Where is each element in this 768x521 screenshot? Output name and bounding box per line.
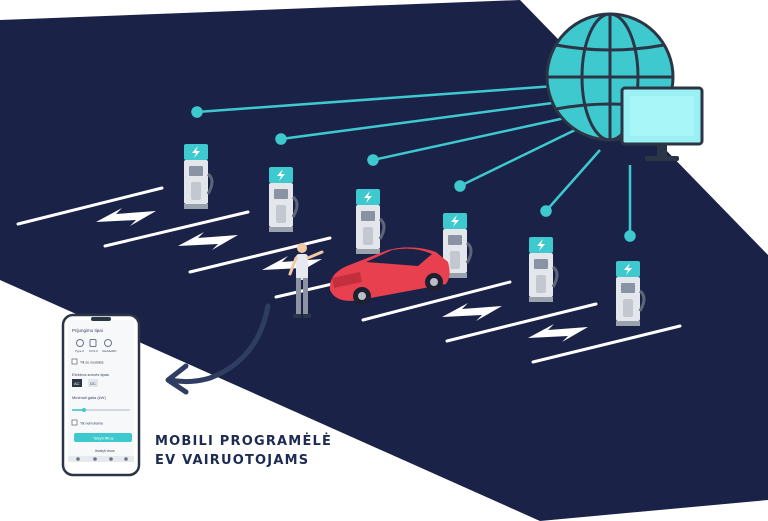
phone-filter-free[interactable]: Tik nemokama bbox=[80, 422, 103, 426]
phone-clear-link[interactable]: Išvalyti visus bbox=[95, 449, 115, 453]
charging-station-icon bbox=[267, 165, 299, 234]
phone-current-dc[interactable]: DC bbox=[90, 381, 96, 386]
caption: MOBILI PROGRAMĖLĖ EV VAIRUOTOJAMS bbox=[155, 432, 332, 470]
phone-current-ac[interactable]: AC bbox=[74, 381, 80, 386]
charging-station-icon bbox=[614, 259, 646, 328]
phone-label-min-power: Minimali galia (kW) bbox=[72, 395, 106, 400]
phone-plug-option[interactable]: CHAdeMO bbox=[102, 349, 117, 353]
phone-plug-option[interactable]: Type 2 bbox=[75, 349, 84, 353]
monitor-icon bbox=[620, 86, 704, 161]
arrow-icon bbox=[165, 303, 271, 395]
phone-apply-button[interactable] bbox=[74, 433, 132, 442]
smartphone-icon: Prijungimo tipai Type 2 CCS 2 CHAdeMO Ti… bbox=[61, 313, 141, 477]
car-icon bbox=[329, 247, 450, 305]
caption-line-2: EV VAIRUOTOJAMS bbox=[155, 453, 310, 468]
phone-label-current-type: Elektros srovės tipas bbox=[72, 372, 109, 377]
phone-label-plug-types: Prijungimo tipai bbox=[72, 328, 103, 333]
charging-station-icon bbox=[182, 142, 214, 211]
phone-filter-discount[interactable]: Tik su nuolaida bbox=[80, 361, 103, 365]
phone-apply-label[interactable]: Taikyti filtrus bbox=[93, 437, 114, 441]
network-connections bbox=[191, 84, 636, 242]
caption-line-1: MOBILI PROGRAMĖLĖ bbox=[155, 434, 333, 449]
charging-station-icon bbox=[354, 187, 386, 256]
phone-plug-option[interactable]: CCS 2 bbox=[89, 349, 98, 353]
person-icon bbox=[288, 243, 324, 318]
charging-station-icon bbox=[527, 235, 559, 304]
